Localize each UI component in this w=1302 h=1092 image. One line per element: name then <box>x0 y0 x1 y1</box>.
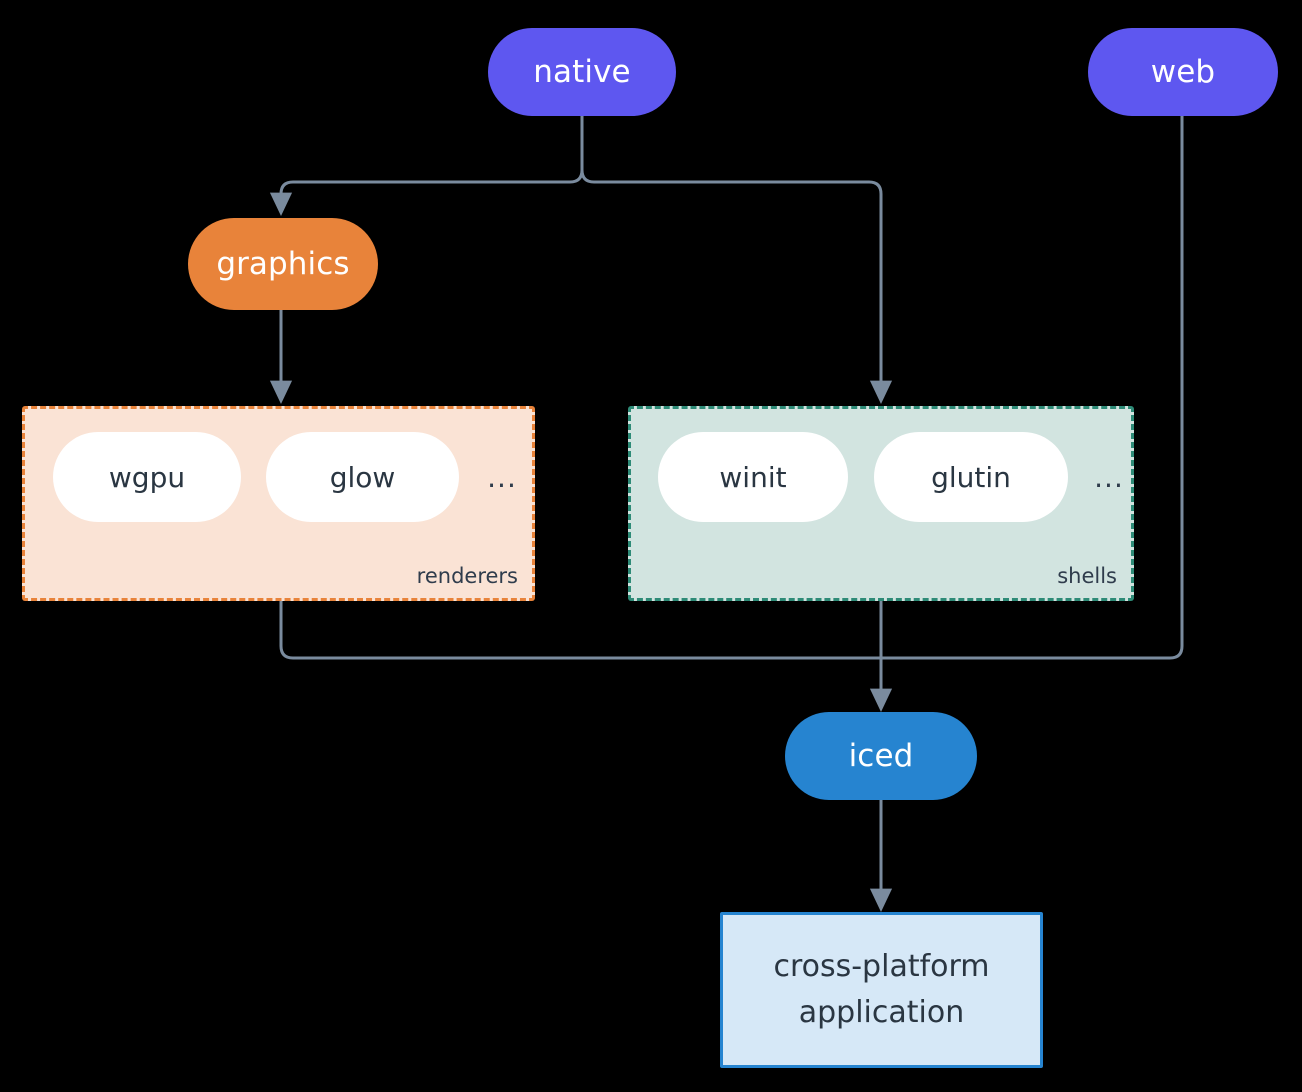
edge-renderers-iced <box>279 601 881 660</box>
node-winit-label: winit <box>719 460 787 494</box>
renderers-overflow-ellipsis: ... <box>487 460 517 494</box>
node-cross-platform-application[interactable]: cross-platform application <box>720 912 1043 1068</box>
node-native[interactable]: native <box>488 28 676 116</box>
node-glutin[interactable]: glutin <box>874 432 1068 522</box>
node-graphics-label: graphics <box>216 245 350 282</box>
subgraph-shells-label: shells <box>1057 564 1117 588</box>
subgraph-renderers-label: renderers <box>416 564 518 588</box>
node-web-label: web <box>1150 53 1216 90</box>
node-graphics[interactable]: graphics <box>188 218 378 310</box>
node-winit[interactable]: winit <box>658 432 848 522</box>
node-application-label-line2: application <box>798 995 965 1030</box>
node-wgpu[interactable]: wgpu <box>53 432 241 522</box>
edge-native-graphics <box>269 116 584 217</box>
shells-overflow-ellipsis: ... <box>1094 460 1124 494</box>
node-glow[interactable]: glow <box>266 432 459 522</box>
node-native-label: native <box>533 53 631 90</box>
node-glutin-label: glutin <box>931 460 1011 494</box>
node-wgpu-label: wgpu <box>108 460 186 494</box>
node-iced[interactable]: iced <box>785 712 977 800</box>
node-iced-label: iced <box>848 737 914 774</box>
subgraph-shells: winit glutin ... shells <box>628 406 1134 601</box>
edge-native-shells <box>580 116 893 405</box>
node-application-label-line1: cross-platform <box>773 948 990 984</box>
node-web[interactable]: web <box>1088 28 1278 116</box>
node-glow-label: glow <box>329 460 396 494</box>
subgraph-renderers: wgpu glow ... renderers <box>22 406 535 601</box>
